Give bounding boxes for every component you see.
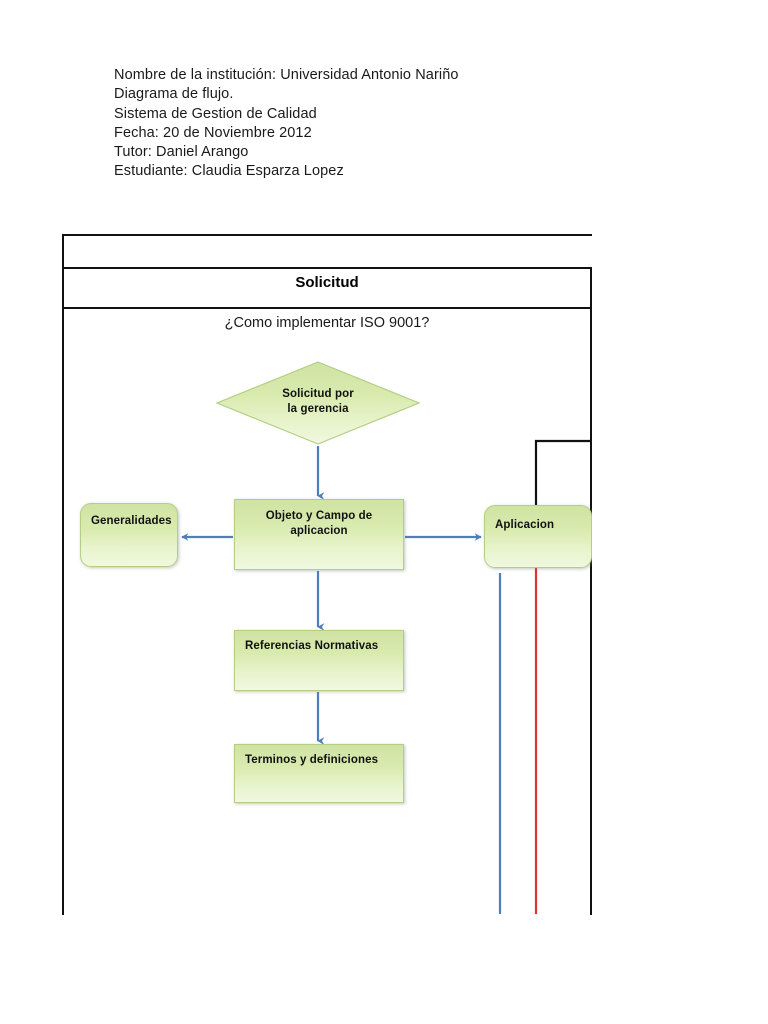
header-line-diagram-type: Diagrama de flujo.	[114, 86, 234, 103]
flow-node-objeto-label: Objeto y Campo de aplicacion	[265, 510, 373, 537]
flow-node-aplicacion-label: Aplicacion	[495, 519, 555, 531]
flow-node-referencias-normativas[interactable]: Referencias Normativas	[234, 630, 404, 691]
flow-node-generalidades[interactable]: Generalidades	[80, 503, 178, 567]
frame-border-left	[62, 234, 64, 915]
document-header: Nombre de la institución: Universidad An…	[114, 66, 574, 182]
flow-node-decision-solicitud[interactable]: Solicitud por la gerencia	[216, 361, 420, 445]
flow-node-generalidades-label: Generalidades	[91, 515, 172, 527]
flow-node-terminos-definiciones[interactable]: Terminos y definiciones	[234, 744, 404, 803]
frame-rule-top	[62, 234, 592, 236]
decision-label-line1: Solicitud por	[282, 388, 354, 400]
header-line-tutor: Tutor: Daniel Arango	[114, 144, 249, 161]
header-line-student: Estudiante: Claudia Esparza Lopez	[114, 163, 344, 180]
frame-clip-mask	[592, 460, 632, 590]
frame-rule-subtitle	[62, 307, 592, 309]
flow-node-objeto-campo-aplicacion[interactable]: Objeto y Campo de aplicacion	[234, 499, 404, 570]
diagram-table-frame: Solicitud ¿Como implementar ISO 9001?	[62, 234, 592, 915]
flow-node-aplicacion[interactable]: Aplicacion	[484, 505, 592, 568]
table-title: Solicitud	[295, 274, 359, 291]
frame-border-right	[590, 267, 592, 915]
header-line-date: Fecha: 20 de Noviembre 2012	[114, 124, 312, 141]
table-subtitle: ¿Como implementar ISO 9001?	[224, 315, 430, 331]
header-line-institution: Nombre de la institución: Universidad An…	[114, 67, 459, 83]
frame-rule-title	[62, 267, 592, 269]
flow-node-referencias-label: Referencias Normativas	[245, 640, 379, 652]
flow-node-decision-label: Solicitud por la gerencia	[216, 387, 420, 417]
decision-label-line2: la gerencia	[287, 403, 349, 415]
header-line-system: Sistema de Gestion de Calidad	[114, 105, 317, 122]
flow-node-terminos-label: Terminos y definiciones	[245, 754, 379, 766]
